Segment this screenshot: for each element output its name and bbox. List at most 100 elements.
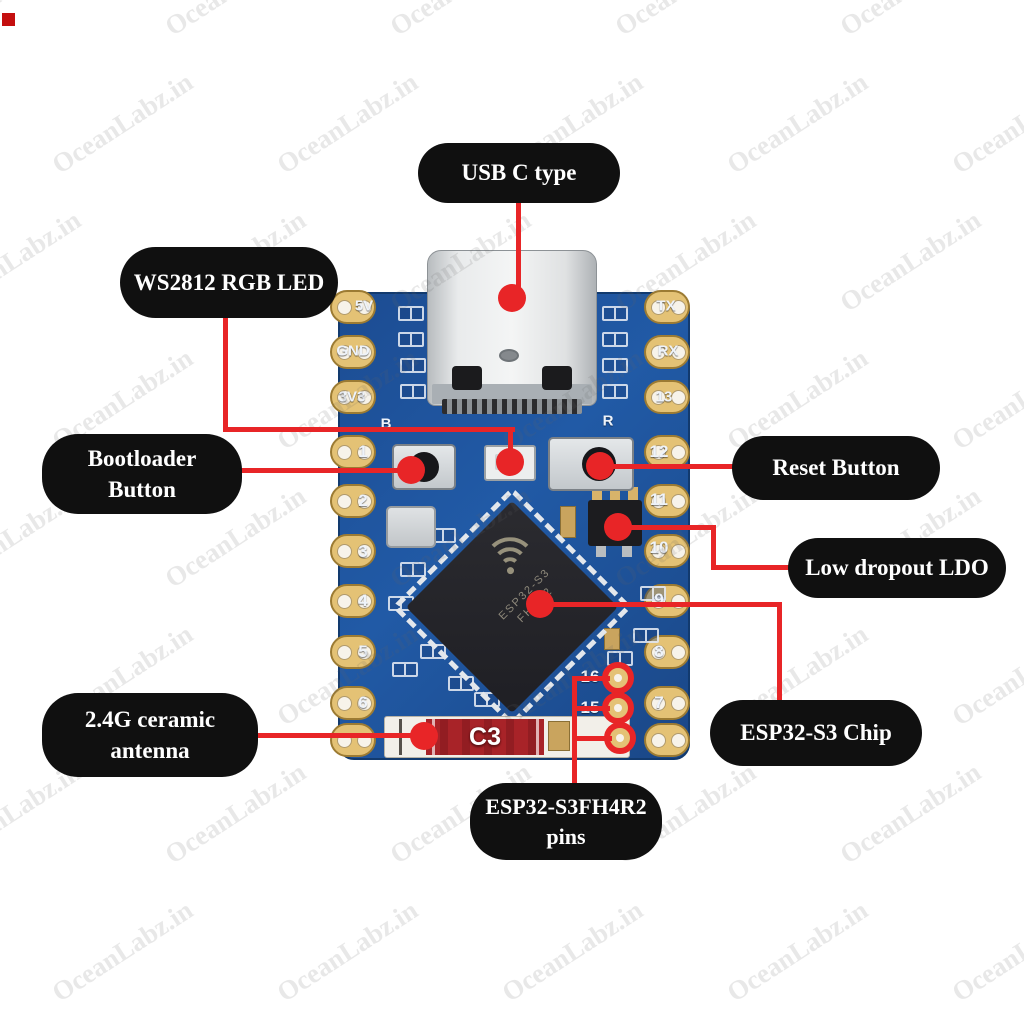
pad-hole: [357, 300, 372, 315]
ldo-leg: [610, 487, 620, 501]
callout-line: [711, 565, 791, 570]
ldo-leg: [628, 487, 638, 501]
smd-component: [400, 384, 426, 399]
callout-text: Bootloader Button: [87, 445, 197, 502]
watermark-text: OceanLabz.in: [946, 66, 1024, 180]
pad-hole: [671, 494, 686, 509]
inner-pin-pad: [605, 695, 631, 721]
castellated-pad: [644, 635, 690, 669]
callout-text: Low dropout LDO: [805, 555, 989, 581]
castellated-pad: [644, 290, 690, 324]
watermark-text: OceanLabz.in: [496, 894, 649, 1008]
watermark-text: OceanLabz.in: [0, 204, 87, 318]
pad-hole: [651, 696, 666, 711]
pad-hole: [651, 733, 666, 748]
castellated-pad: [330, 290, 376, 324]
castellated-pad: [330, 686, 376, 720]
antenna-red-section: C3: [426, 719, 544, 755]
pin-label: 15: [580, 698, 600, 717]
pin-label: 11: [650, 490, 668, 509]
pad-hole: [671, 645, 686, 660]
pad-hole: [651, 544, 666, 559]
pad-hole: [357, 390, 372, 405]
callout-text: ESP32-S3 Chip: [740, 720, 892, 746]
pad-hole: [337, 696, 352, 711]
corner-marker: [2, 13, 15, 26]
smd-component: [400, 562, 426, 577]
watermark-text: OceanLabz.in: [721, 894, 874, 1008]
castellated-pad: [644, 335, 690, 369]
smd-component: [602, 306, 628, 321]
pin-label: 10: [649, 538, 669, 557]
pad-hole: [671, 594, 686, 609]
pin-label: R: [602, 412, 614, 430]
ldo-leg: [592, 487, 602, 501]
pin-label: 8: [654, 642, 664, 661]
castellated-pad: [330, 335, 376, 369]
watermark-text: OceanLabz.in: [835, 0, 987, 42]
pin-label: 5V: [354, 297, 374, 315]
smd-component: [602, 358, 628, 373]
watermark-text: OceanLabz.in: [610, 0, 762, 42]
bootloader-button-cap: [409, 452, 439, 482]
smd-component: [640, 586, 666, 601]
castellated-pad: [644, 686, 690, 720]
callout-line: [777, 602, 782, 704]
pad-hole: [651, 494, 666, 509]
pad-hole: [671, 445, 686, 460]
smd-component: [607, 651, 633, 666]
smd-component: [420, 644, 446, 659]
watermark-text: OceanLabz.in: [946, 342, 1024, 456]
callout-ldo-label: Low dropout LDO: [788, 538, 1006, 598]
castellated-pad: [644, 723, 690, 757]
pin-label: 2: [358, 491, 368, 510]
pin-label: 5: [358, 642, 368, 661]
pad-hole: [337, 445, 352, 460]
pad-hole: [671, 696, 686, 711]
pin-label: RX: [657, 342, 679, 360]
capacitor: [560, 506, 576, 538]
pad-hole: [651, 645, 666, 660]
usb-latch-notch: [542, 366, 572, 390]
pin-label: 3V3: [338, 388, 366, 406]
castellated-pad: [330, 484, 376, 518]
inner-pin-pad: [607, 725, 633, 751]
castellated-pad: [330, 584, 376, 618]
pad-hole: [357, 445, 372, 460]
pad-hole: [671, 544, 686, 559]
pad-hole: [651, 445, 666, 460]
watermark-text: OceanLabz.in: [46, 66, 199, 180]
watermark-text: OceanLabz.in: [834, 204, 987, 318]
smd-component: [448, 676, 474, 691]
smd-component: [602, 384, 628, 399]
ldo-leg: [622, 545, 632, 557]
watermark-text: OceanLabz.in: [46, 894, 199, 1008]
pad-hole: [651, 300, 666, 315]
callout-text: Reset Button: [772, 455, 900, 481]
smd-component: [398, 306, 424, 321]
pad-hole: [337, 494, 352, 509]
castellated-pad: [644, 380, 690, 414]
watermark-text: OceanLabz.in: [946, 894, 1024, 1008]
pad-hole: [357, 494, 372, 509]
callout-pins-label: ESP32-S3FH4R2 pins: [470, 783, 662, 860]
pad-hole: [671, 390, 686, 405]
antenna-marking: C3: [469, 722, 501, 751]
watermark-text: OceanLabz.in: [160, 0, 312, 42]
pin-label: TX: [656, 297, 676, 315]
callout-text: WS2812 RGB LED: [133, 269, 325, 295]
pad-hole: [337, 544, 352, 559]
castellated-pad: [330, 534, 376, 568]
smd-component: [400, 358, 426, 373]
smd-component: [392, 662, 418, 677]
callout-text: 2.4G ceramic antenna: [84, 706, 216, 763]
pad-hole: [337, 645, 352, 660]
pad-hole: [357, 733, 372, 748]
pin-label: 3: [358, 542, 368, 561]
rgb-led-component: [484, 445, 536, 481]
watermark-text: OceanLabz.in: [721, 66, 874, 180]
watermark-text: OceanLabz.in: [271, 66, 424, 180]
usb-latch-notch: [452, 366, 482, 390]
pin-label: GND: [336, 342, 370, 360]
pad-hole: [337, 345, 352, 360]
